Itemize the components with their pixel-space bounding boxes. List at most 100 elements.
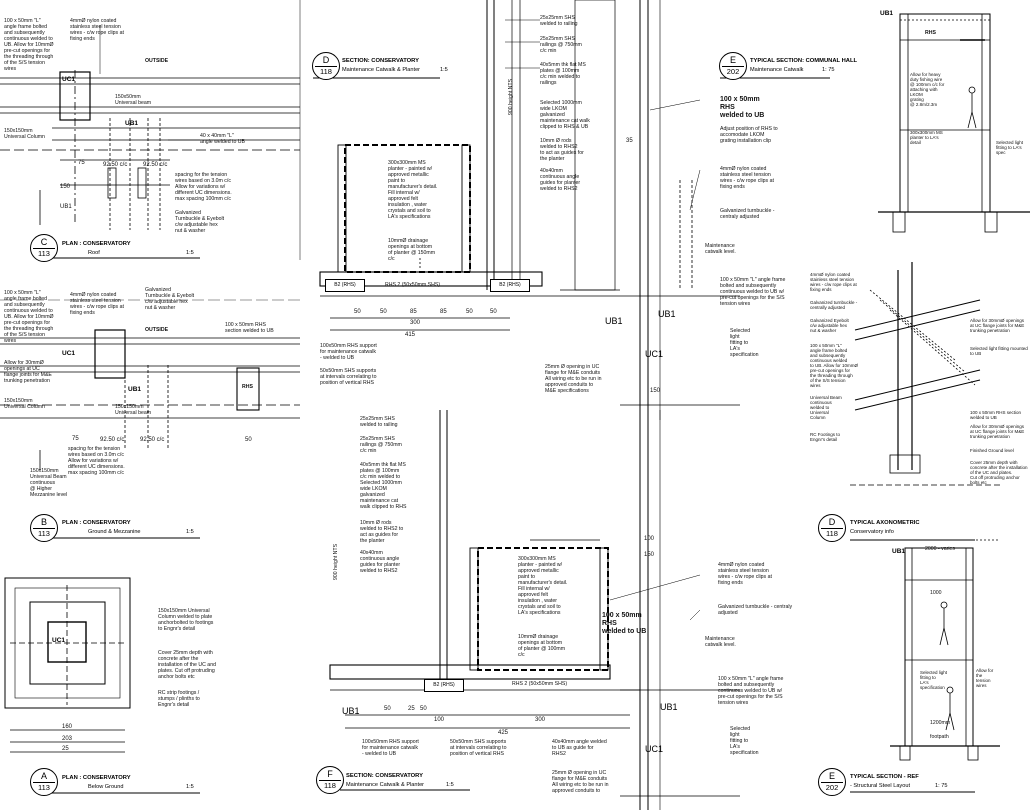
note-d-catwalk-level: Maintenance catwalk level. xyxy=(705,243,736,255)
dim-d-50d: 50 xyxy=(490,309,497,315)
note-b-openings: Allow for 30mmØ openings at UC flange jo… xyxy=(4,360,52,384)
callout-a-113[interactable]: A 113 xyxy=(30,768,58,796)
callout-letter: E xyxy=(828,771,835,781)
callout-number: 118 xyxy=(324,781,336,790)
note-f-angle-guides: 40x40mm continuous angle guides for plan… xyxy=(360,550,401,574)
callout-number: 113 xyxy=(38,249,50,258)
note-d-angle-guides: 40x40mm continuous angle guides for plan… xyxy=(540,168,581,192)
label-f-b2: B2 (RHS) xyxy=(424,679,464,692)
dim-a-25: 25 xyxy=(62,746,69,752)
callout-d-118-axo[interactable]: D 118 xyxy=(818,514,846,542)
dim-c-9250b: 92.50 c/c xyxy=(143,162,168,168)
dim-b-9250a: 92.50 c/c xyxy=(100,437,125,443)
dim-f-300: 300 xyxy=(535,717,546,723)
dim-b-9250b: 92.50 c/c xyxy=(140,437,165,443)
dim-f-25: 25 xyxy=(408,706,415,712)
note-b-outside: OUTSIDE xyxy=(145,327,169,333)
note-f-planter: 300x300mm MS planter - painted w/ approv… xyxy=(518,556,568,616)
note-f-drainage: 10mmØ drainage openings at bottom of pla… xyxy=(518,634,566,658)
note-axo-beam: Universal Beam continuous welded to Univ… xyxy=(810,395,842,420)
subtitle-axo: Conservatory info xyxy=(850,529,894,535)
label-e-bottom-width: 2000 - varies xyxy=(925,546,955,552)
subtitle-b: Ground & Mezzanine xyxy=(88,529,141,535)
note-d-light: Selected light fitting to LA's specifica… xyxy=(730,328,759,358)
label-d-height: 900 height NTS xyxy=(508,78,514,115)
callout-d-118-section[interactable]: D 118 xyxy=(312,52,340,80)
label-b-uc1: UC1 xyxy=(62,350,76,357)
dim-b-50: 50 xyxy=(245,437,252,443)
callout-number: 118 xyxy=(320,67,332,76)
note-e-planter: 300x300mm MS planter to LA's detail xyxy=(910,130,943,145)
note-c-universal-column: 150x150mm Universal Column xyxy=(4,128,45,140)
label-f-height: 900 height NTS xyxy=(333,543,339,580)
label-e-bottom-footpath: footpath xyxy=(930,734,949,740)
note-c-spacing: spacing for the tension wires based on 3… xyxy=(175,172,232,202)
dim-f-100: 100 xyxy=(434,717,445,723)
label-f-uc1: UC1 xyxy=(645,744,664,754)
note-d-rhs-support: 100x50mm RHS support for maintenance cat… xyxy=(320,343,377,361)
scale-d-section: 1:5 xyxy=(440,67,448,73)
callout-c-113[interactable]: C 113 xyxy=(30,234,58,262)
callout-number: 113 xyxy=(38,529,50,538)
label-e-bottom-1000: 1000 xyxy=(930,590,942,596)
note-d-shs-supports: 50x50mm SHS supports at intervals correl… xyxy=(320,368,377,386)
label-e-ub1: UB1 xyxy=(880,10,894,17)
note-f-rods: 10mm Ø rods welded to RHS2 to act as gui… xyxy=(360,520,404,544)
scale-e-top: 1: 75 xyxy=(822,67,835,73)
title-e-bottom: TYPICAL SECTION - REF xyxy=(850,774,919,780)
note-e-fishing: Allow for heavy duty fishing wire @ 100m… xyxy=(910,72,945,107)
label-e-bottom-ub1: UB1 xyxy=(892,548,906,555)
callout-number: 118 xyxy=(826,529,838,538)
scale-b: 1:5 xyxy=(186,529,194,535)
dim-d-415: 415 xyxy=(405,332,416,338)
note-e-bottom-light: Selected light fitting to LA's specifica… xyxy=(920,670,948,690)
note-c-turnbuckle: Galvanized Turnbuckle & Eyebolt c/w adju… xyxy=(175,210,225,234)
dim-d-85b: 85 xyxy=(440,309,447,315)
note-b-tension-wires: 4mmØ nylon coated stainless steel tensio… xyxy=(70,292,124,316)
title-c: PLAN : CONSERVATORY xyxy=(62,241,131,247)
note-d-catwalk: Selected 1000mm wide LKOM galvanized mai… xyxy=(540,100,590,130)
label-d-b2-right: B2 (RHS) xyxy=(490,279,530,292)
note-e-light: Selected light fitting to LA's spec xyxy=(996,140,1024,155)
note-b-spacing: spacing for the tension wires based on 3… xyxy=(68,446,125,476)
label-e-rhs: RHS xyxy=(925,30,936,36)
note-d-turnbuckle: Galvanized turnbuckle - centraly adjuste… xyxy=(720,208,775,220)
subtitle-e-top: Maintenance Catwalk xyxy=(750,67,804,73)
callout-f-118[interactable]: F 118 xyxy=(316,766,344,794)
note-f-rhs-ub: 100 x 50mm RHS welded to UB xyxy=(602,612,647,635)
note-f-shs-railings: 25x25mm SHS railings @ 750mm c/c min xyxy=(360,436,402,454)
callout-letter: D xyxy=(828,517,836,527)
note-b-beam-higher: 150x150mm Universal Beam continuous @ Hi… xyxy=(30,468,68,498)
dim-f-150: 150 xyxy=(644,552,655,558)
note-axo-turnbuckle: Galvanized turnbuckle - centrally adjust… xyxy=(810,300,858,310)
note-d-adjust: Adjust position of RHS to accomodate LKO… xyxy=(720,126,778,144)
note-e-bottom-wires: Allow for the tension wires xyxy=(976,668,994,688)
callout-e-202-top[interactable]: E 202 xyxy=(719,52,747,80)
callout-letter: F xyxy=(327,769,333,779)
note-d-planter: 300x300mm MS planter - painted w/ approv… xyxy=(388,160,438,220)
dim-c-75: 75 xyxy=(78,160,85,166)
note-f-turnbuckle: Galvanized turnbuckle - centraly adjuste… xyxy=(718,604,793,616)
title-b: PLAN : CONSERVATORY xyxy=(62,520,131,526)
title-d-section: SECTION: CONSERVATORY xyxy=(342,58,419,64)
note-f-shs-welded: 25x25mm SHS welded to railing xyxy=(360,416,398,428)
title-e-top: TYPICAL SECTION: COMMUNAL HALL xyxy=(750,58,858,64)
callout-e-202-bottom[interactable]: E 202 xyxy=(818,768,846,796)
label-f-ub1: UB1 xyxy=(660,702,678,712)
note-b-rhs-section: 100 x 50mm RHS section welded to UB xyxy=(225,322,274,334)
note-c-tension-wires: 4mmØ nylon coated stainless steel tensio… xyxy=(70,18,124,42)
note-c-outside: OUTSIDE xyxy=(145,58,169,64)
callout-b-113[interactable]: B 113 xyxy=(30,514,58,542)
note-axo-rhs: 100 x 50mm RHS section welded to UB xyxy=(970,410,1022,420)
dim-a-160: 160 xyxy=(62,724,73,730)
note-d-rhs-ub: 100 x 50mm RHS welded to UB xyxy=(720,96,765,119)
note-axo-footings: RC Footings to Engnr's detail xyxy=(810,432,841,442)
dim-c-ub1-lower: UB1 xyxy=(60,204,72,210)
title-a: PLAN : CONSERVATORY xyxy=(62,775,131,781)
scale-c: 1:5 xyxy=(186,250,194,256)
note-d-opening: 25mm Ø opening in UC flange for M&E cond… xyxy=(545,364,602,394)
note-f-rhs-support: 100x50mm RHS support for maintenance cat… xyxy=(362,739,419,757)
callout-letter: D xyxy=(322,55,330,65)
note-f-angle-guide: 40x40mm angle welded to UB as guide for … xyxy=(552,739,607,757)
